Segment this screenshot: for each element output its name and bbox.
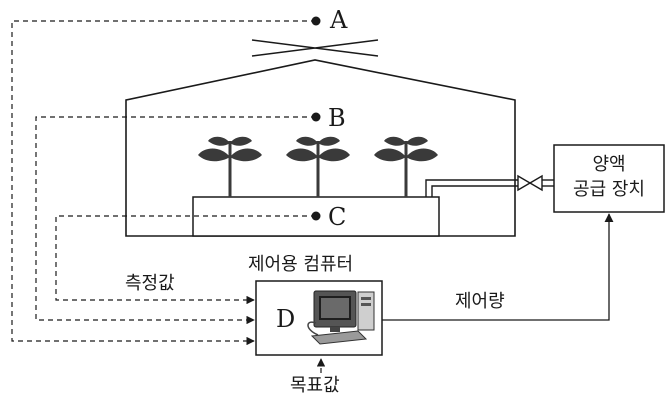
control-line <box>382 213 614 321</box>
nutrient-supply-box <box>553 144 665 213</box>
greenhouse-walls <box>125 59 516 237</box>
measured-value-label: 측정값 <box>125 273 175 294</box>
target-value-label: 목표값 <box>290 375 340 396</box>
computer-icon <box>307 290 375 345</box>
roof-vent-cross <box>251 39 379 57</box>
line-c <box>55 215 316 305</box>
controller-caption: 제어용 컴퓨터 <box>248 254 354 275</box>
sensor-c-label: C <box>328 203 347 231</box>
sensor-a-label: A <box>330 6 348 34</box>
supply-line2: 공급 장치 <box>573 179 645 200</box>
supply-label: 양액 공급 장치 <box>554 156 664 199</box>
plant-1 <box>198 136 262 197</box>
plant-3 <box>374 136 438 197</box>
sensor-b-label: B <box>328 104 346 132</box>
greenhouse <box>125 39 516 237</box>
controller-id: D <box>276 305 296 333</box>
nutrient-pipe <box>425 179 554 197</box>
control-amount-label: 제어량 <box>455 291 505 312</box>
plants <box>198 136 438 197</box>
line-b <box>35 116 316 325</box>
sensor-c-dot <box>311 211 321 221</box>
sensor-a-dot <box>311 16 321 26</box>
valve-icon <box>517 174 543 192</box>
line-a <box>11 20 316 346</box>
sensor-b-dot <box>311 112 321 122</box>
sensor-lines <box>11 20 326 373</box>
supply-line1: 양액 <box>592 154 626 175</box>
plant-2 <box>286 136 350 197</box>
sensor-dots <box>311 16 321 221</box>
